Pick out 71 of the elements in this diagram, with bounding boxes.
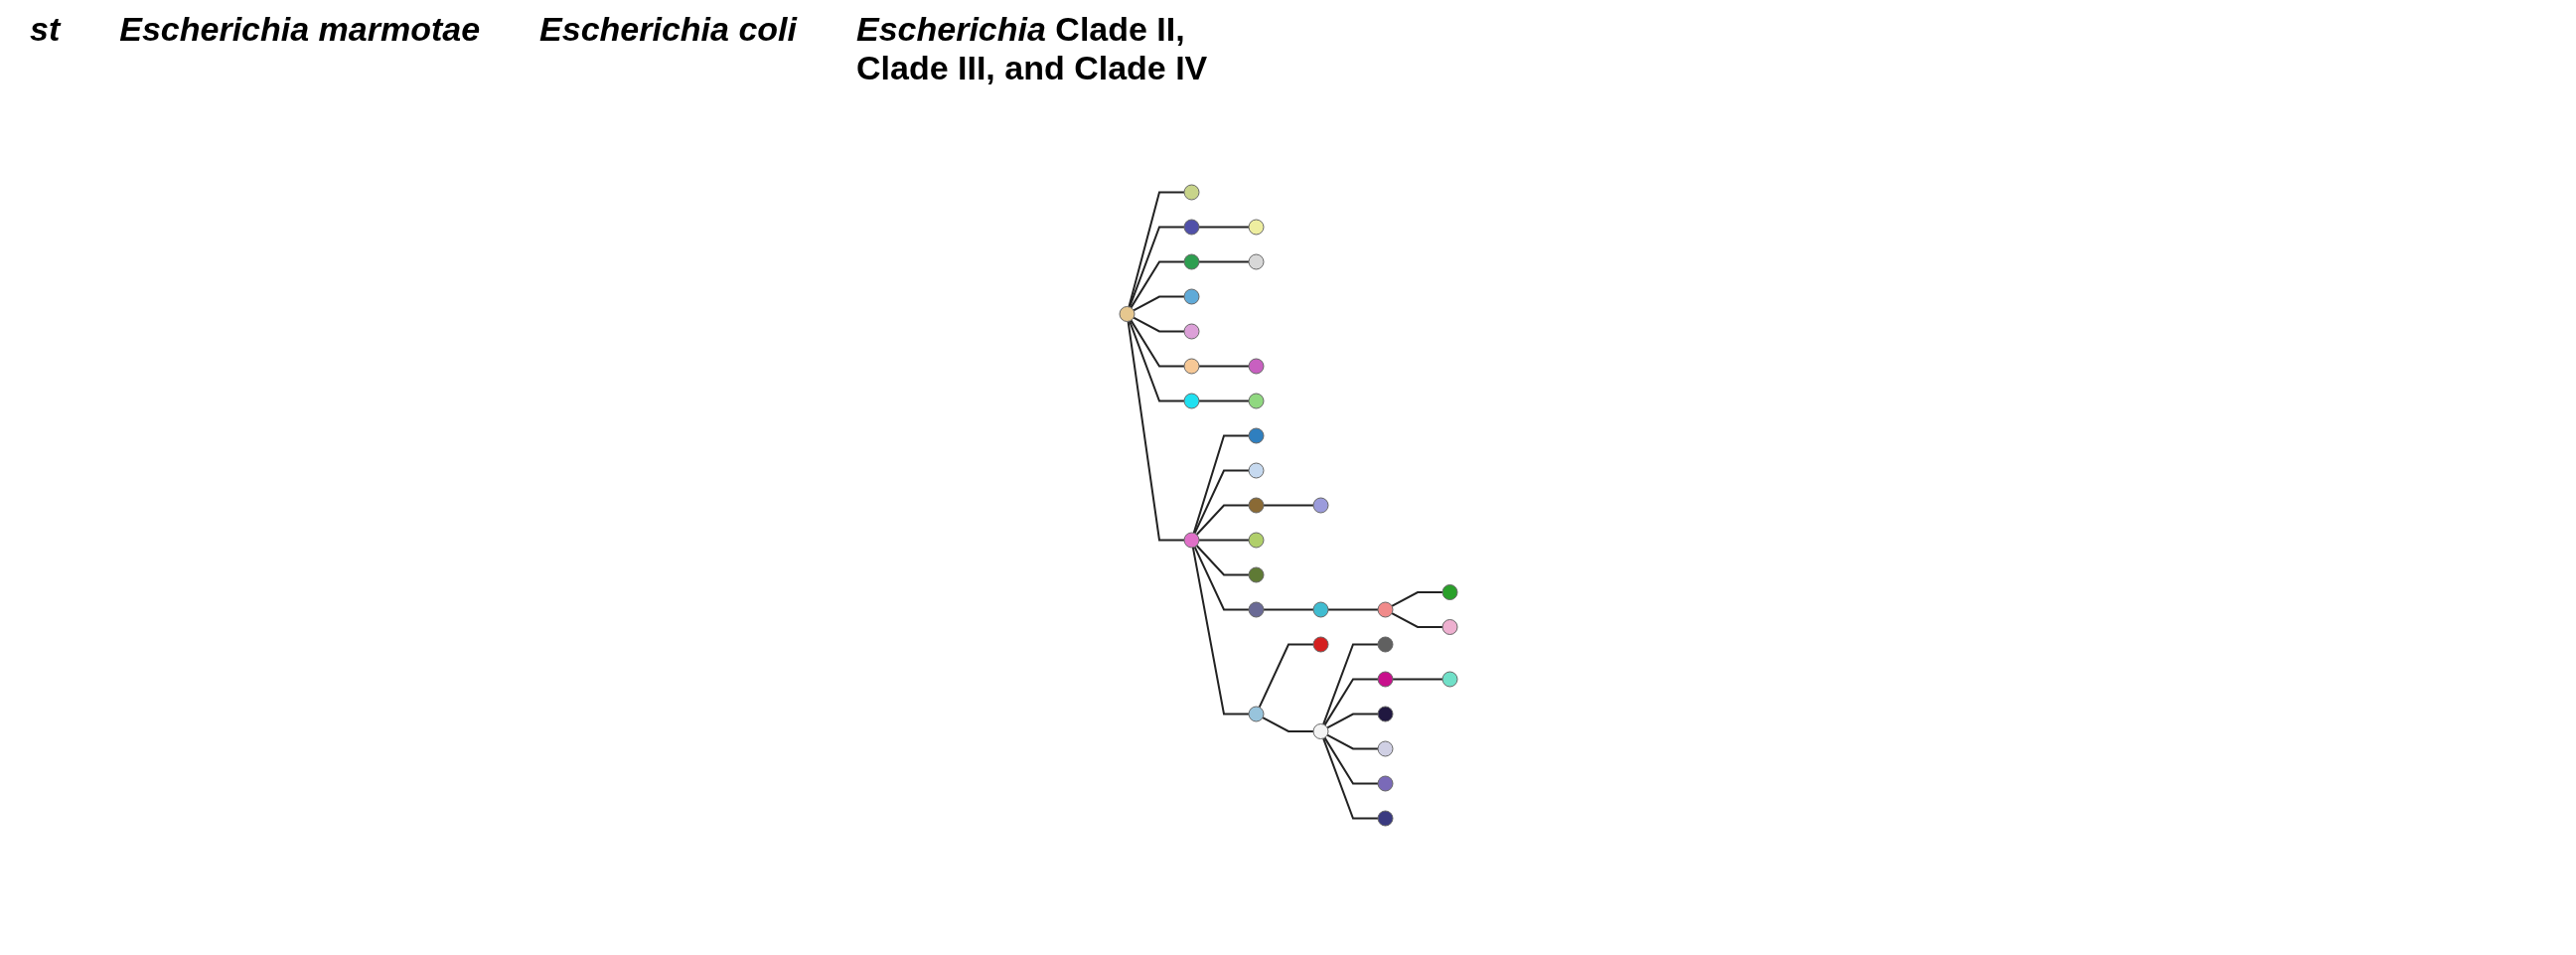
node-circle xyxy=(1248,601,1264,617)
node-circle xyxy=(1248,566,1264,582)
node-circle xyxy=(1377,775,1393,791)
connector xyxy=(1262,504,1314,506)
node-circle xyxy=(1248,253,1264,269)
connector xyxy=(1193,469,1250,535)
connector xyxy=(1132,316,1185,332)
node-circle xyxy=(1248,358,1264,374)
connector xyxy=(1195,544,1250,575)
node-circle xyxy=(1441,583,1457,600)
node-circle xyxy=(1312,601,1328,617)
node-circle xyxy=(1183,288,1199,304)
node-circle xyxy=(1248,706,1264,721)
connector xyxy=(1192,434,1250,534)
connector xyxy=(1262,608,1314,610)
node-circle xyxy=(1377,601,1393,617)
connector xyxy=(1197,365,1250,367)
node-circle xyxy=(1183,532,1199,548)
node-circle xyxy=(1377,671,1393,687)
connector xyxy=(1128,226,1185,308)
connector xyxy=(1129,260,1185,309)
connector xyxy=(1193,545,1250,610)
node-circle xyxy=(1441,671,1457,687)
connector xyxy=(1391,678,1443,680)
node-circle xyxy=(1248,219,1264,235)
species-label: Escherichia coli xyxy=(539,10,797,49)
node-circle xyxy=(1119,305,1135,322)
connector xyxy=(1191,546,1250,715)
connector xyxy=(1325,733,1379,749)
connector xyxy=(1321,736,1379,819)
connector xyxy=(1129,318,1185,367)
node-circle xyxy=(1441,618,1457,635)
node-circle xyxy=(1183,393,1199,408)
connector xyxy=(1128,319,1185,401)
node-circle xyxy=(1248,497,1264,513)
node-circle xyxy=(1377,810,1393,826)
species-label: Escherichia marmotae xyxy=(119,10,481,49)
node-circle xyxy=(1377,706,1393,721)
connector xyxy=(1195,504,1250,536)
node-circle xyxy=(1248,532,1264,548)
node-circle xyxy=(1183,358,1199,374)
node-circle xyxy=(1248,393,1264,408)
connector xyxy=(1326,608,1379,610)
connector xyxy=(1127,191,1185,308)
connector xyxy=(1197,539,1250,541)
node-circle xyxy=(1312,636,1328,652)
connector xyxy=(1325,713,1379,728)
node-circle xyxy=(1183,253,1199,269)
connector xyxy=(1390,590,1443,607)
node-circle xyxy=(1183,323,1199,339)
connector xyxy=(1132,295,1185,311)
connector xyxy=(1258,643,1314,709)
connector xyxy=(1390,611,1443,628)
connector xyxy=(1197,399,1250,401)
connector xyxy=(1197,226,1250,228)
node-circle xyxy=(1248,427,1264,443)
node-circle xyxy=(1248,462,1264,478)
species-label: Escherichia Clade II, Clade III, and Clade IV xyxy=(856,10,1209,87)
species-label: st xyxy=(30,10,61,49)
connector xyxy=(1322,735,1379,784)
node-circle xyxy=(1183,184,1199,200)
node-circle xyxy=(1183,219,1199,235)
node-circle xyxy=(1312,722,1328,739)
connector xyxy=(1322,678,1379,726)
node-circle xyxy=(1377,740,1393,756)
connector xyxy=(1261,716,1314,732)
connector xyxy=(1127,319,1185,541)
connector xyxy=(1321,643,1379,725)
node-circle xyxy=(1312,497,1328,513)
node-circle xyxy=(1377,636,1393,652)
connector xyxy=(1197,260,1250,262)
